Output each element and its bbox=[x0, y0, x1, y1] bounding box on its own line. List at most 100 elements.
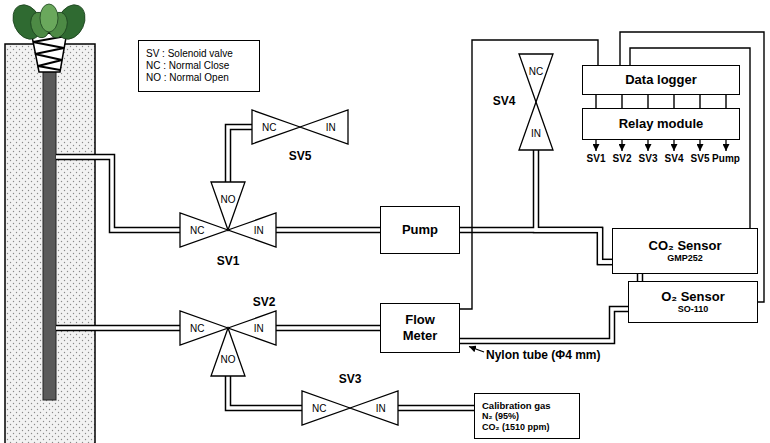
tube-connector bbox=[460, 230, 612, 262]
port-label: NC bbox=[262, 122, 276, 133]
box-title: Data logger bbox=[625, 72, 697, 88]
plant-leaf bbox=[40, 4, 58, 32]
sensor-box: CO₂ SensorGMP252 bbox=[612, 228, 758, 274]
logger-box: Data logger bbox=[582, 65, 740, 95]
valve-label: SV1 bbox=[217, 255, 240, 268]
valve-port bbox=[519, 102, 553, 150]
port-label: IN bbox=[326, 122, 336, 133]
tube-connector bbox=[460, 309, 628, 341]
tube-connector bbox=[638, 274, 642, 281]
tube-connector bbox=[637, 274, 644, 281]
port-label: IN bbox=[254, 225, 264, 236]
key-box: SV : Solenoid valveNC : Normal CloseNO :… bbox=[138, 40, 260, 92]
solenoid-valve: SV3NCIN bbox=[302, 391, 398, 425]
valve-port bbox=[180, 213, 228, 247]
relay-output-arrow bbox=[647, 140, 648, 151]
tube-connector bbox=[536, 150, 612, 262]
valve-label: SV3 bbox=[339, 373, 362, 386]
relay-box: Relay module bbox=[582, 108, 740, 140]
relay-output-label: Pump bbox=[712, 153, 740, 165]
return-tube bbox=[56, 326, 180, 330]
relay-output-arrow bbox=[673, 140, 674, 151]
valve-outline bbox=[180, 311, 276, 376]
relay-output-arrow bbox=[595, 140, 596, 151]
relay-output-label: SV1 bbox=[587, 153, 606, 165]
tube-connector bbox=[228, 127, 252, 182]
tube-connector bbox=[398, 405, 474, 412]
sampling-tube bbox=[56, 157, 180, 230]
box-title: Flow Meter bbox=[403, 312, 438, 343]
port-label: IN bbox=[531, 127, 541, 138]
valve-outline bbox=[180, 182, 276, 247]
relay-output-label: SV3 bbox=[639, 153, 658, 165]
valve-port bbox=[302, 391, 350, 425]
signal-wires bbox=[460, 32, 764, 309]
tube-connector bbox=[536, 150, 612, 262]
tube-connector bbox=[228, 376, 302, 408]
relay-output-arrow bbox=[725, 140, 726, 151]
box-title: N₂ (95%) bbox=[482, 411, 519, 422]
port-label: NC bbox=[312, 403, 326, 414]
box-title: Pump bbox=[402, 222, 438, 238]
tube-walls bbox=[228, 127, 640, 408]
tube-connector bbox=[460, 230, 612, 262]
signal-wire bbox=[460, 40, 598, 309]
tube-connector bbox=[228, 376, 302, 408]
tube-connector bbox=[276, 325, 380, 332]
valve-label: SV5 bbox=[289, 150, 312, 163]
tube-connector bbox=[398, 406, 474, 410]
soil-column bbox=[5, 44, 95, 443]
relay-output-label: SV4 bbox=[665, 153, 684, 165]
pump-box: Pump bbox=[380, 206, 460, 254]
meter-box: Flow Meter bbox=[380, 303, 460, 353]
valve-port bbox=[228, 213, 276, 247]
sampling-probe bbox=[43, 70, 56, 400]
solenoid-valve: NCINSV5 bbox=[252, 110, 348, 144]
port-label: IN bbox=[376, 403, 386, 414]
solenoid-valve: SV2NCINNO bbox=[180, 311, 276, 376]
tube-connector bbox=[276, 326, 380, 330]
box-title: O₂ Sensor bbox=[661, 289, 725, 305]
relay-output-arrow bbox=[699, 140, 700, 151]
relay-output-arrow bbox=[621, 140, 622, 151]
sampling-tube bbox=[56, 157, 180, 230]
gas-box: Calibration gasN₂ (95%)CO₂ (1510 ppm) bbox=[474, 393, 580, 439]
key-entry: NO : Normal Open bbox=[146, 72, 229, 84]
tube-connector bbox=[460, 309, 628, 341]
tube-bores bbox=[228, 127, 640, 408]
tube-callout: Nylon tube (Φ4 mm) bbox=[486, 349, 601, 363]
key-entry: NC : Normal Close bbox=[146, 60, 229, 72]
box-title: Calibration gas bbox=[482, 400, 551, 411]
valve-port bbox=[180, 311, 228, 345]
valve-port bbox=[350, 391, 398, 425]
valve-port bbox=[228, 311, 276, 345]
box-title: GMP252 bbox=[667, 253, 703, 264]
port-label: NC bbox=[190, 323, 204, 334]
tube-connector bbox=[276, 227, 380, 234]
tube-connector bbox=[276, 228, 380, 232]
port-label: IN bbox=[254, 323, 264, 334]
solenoid-valve: NCSV4IN bbox=[519, 54, 553, 150]
valve-port bbox=[519, 54, 553, 102]
solenoid-valve: NONCINSV1 bbox=[180, 182, 276, 247]
sensor-box: O₂ SensorSO-110 bbox=[628, 281, 758, 323]
box-title: CO₂ (1510 ppm) bbox=[482, 422, 550, 433]
relay-output-label: SV2 bbox=[613, 153, 632, 165]
valve-label: SV4 bbox=[493, 95, 516, 108]
port-label: NC bbox=[529, 66, 543, 77]
valve-port bbox=[211, 182, 245, 230]
valve-port bbox=[252, 110, 300, 144]
valve-port bbox=[211, 328, 245, 376]
box-title: Relay module bbox=[619, 116, 704, 132]
signal-wire bbox=[595, 95, 596, 108]
relay-output-label: SV5 bbox=[691, 153, 710, 165]
port-label: NC bbox=[190, 225, 204, 236]
box-title: CO₂ Sensor bbox=[649, 238, 722, 254]
logger-relay-wire bbox=[622, 95, 726, 108]
valve-port bbox=[300, 110, 348, 144]
leader-arrow bbox=[469, 347, 484, 353]
valve-label: SV2 bbox=[253, 296, 276, 309]
box-title: SO-110 bbox=[678, 304, 709, 315]
port-label: NO bbox=[221, 194, 236, 205]
